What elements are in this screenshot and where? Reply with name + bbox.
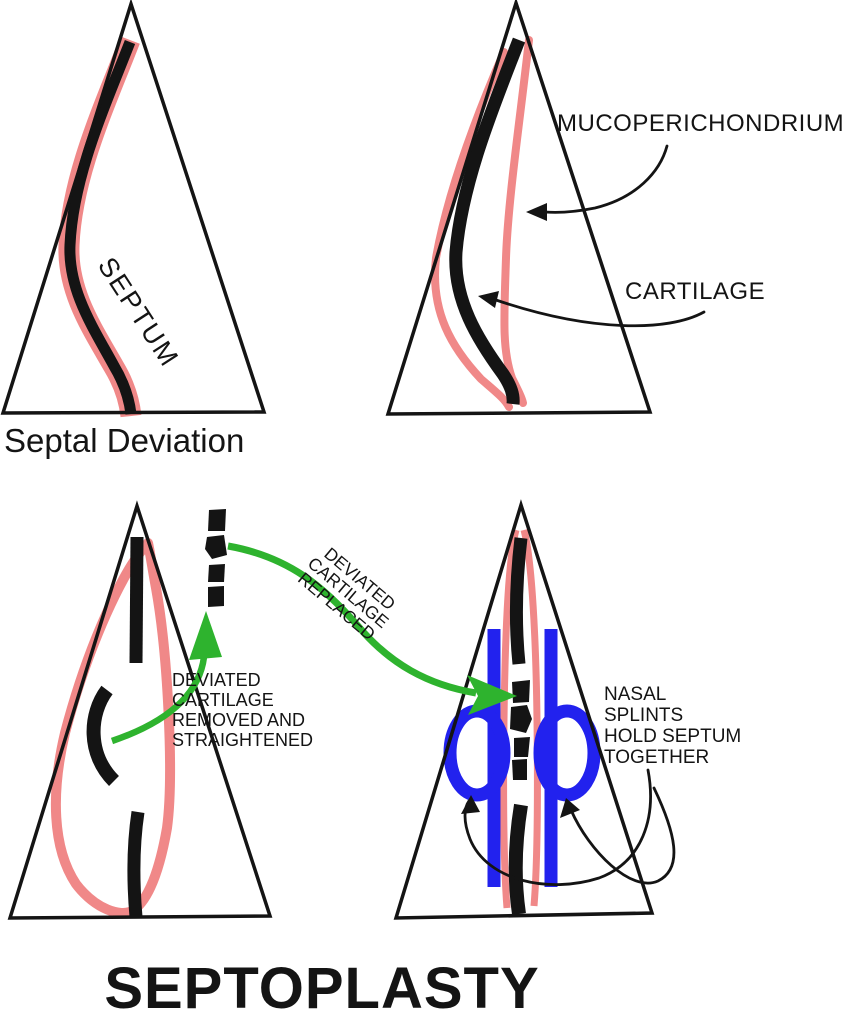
replacement-arrowhead-icon: [467, 675, 517, 715]
mucoperichondrium-right: [520, 529, 541, 907]
splint-arrowhead-left-icon: [461, 795, 480, 814]
nose-outline: [393, 499, 655, 920]
mucoperichondrium-left-flap: [431, 48, 513, 411]
nose-outline: [385, 0, 653, 416]
note-line: CARTILAGE: [172, 690, 274, 710]
deviated-cartilage-piece: [86, 685, 120, 786]
cartilage-fragment: [208, 586, 224, 607]
straightened-cartilage-pieces: [205, 509, 227, 607]
panel-splints: NASAL SPLINTS HOLD SEPTUM TOGETHER: [393, 499, 741, 920]
note-line: SPLINTS: [604, 705, 683, 726]
note-line: HOLD SEPTUM: [604, 726, 741, 747]
panel-removal: DEVIATED CARTILAGE REMOVED AND STRAIGHTE…: [7, 500, 313, 920]
mucoperichondrium-left: [500, 529, 520, 909]
note-line: TOGETHER: [604, 747, 709, 768]
mucoperichondrium-arrowhead-icon: [526, 203, 547, 221]
cartilage-fragment: [208, 564, 225, 582]
replaced-cartilage-pieces: [510, 680, 532, 780]
cartilage-fragment: [512, 680, 530, 703]
mucoperichondrium-pocket: [50, 538, 175, 918]
replacement-arrow-line: [227, 542, 477, 697]
cartilage-fragment: [510, 705, 532, 733]
cartilage-fragment: [208, 509, 226, 531]
cartilage-label: CARTILAGE: [625, 278, 765, 305]
note-line: DEVIATED: [172, 670, 261, 690]
cartilage-curve: [449, 37, 526, 405]
dorsal-strut: [129, 536, 144, 664]
deviated-septum-curve: [64, 39, 137, 415]
replacement-note: DEVIATED CARTILAGE REPLACED: [294, 543, 399, 644]
panel-anatomy: MUCOPERICHONDRIUM CARTILAGE: [385, 0, 844, 416]
septum-lower: [508, 803, 528, 916]
note-line: STRAIGHTENED: [172, 730, 313, 750]
nose-outline: [0, 0, 267, 415]
cartilage-arrowhead-icon: [478, 291, 499, 308]
right-splint-ring: [533, 704, 601, 802]
caption-septal-deviation: Septal Deviation: [4, 422, 244, 459]
mucoperichondrium-pointer-line: [543, 144, 669, 214]
note-line: NASAL: [604, 684, 666, 705]
mucoperichondrium-right-flap: [500, 36, 533, 407]
splint-arrowhead-right-icon: [560, 798, 580, 818]
cartilage-fragment: [514, 737, 530, 757]
mucoperichondrium-label: MUCOPERICHONDRIUM: [557, 110, 844, 137]
cartilage-fragment: [205, 535, 227, 559]
septum-mucosa-curve: [58, 36, 142, 418]
panel-septal-deviation: SEPTUM: [0, 0, 267, 418]
nose-outline: [7, 500, 273, 920]
removal-note: DEVIATED CARTILAGE REMOVED AND STRAIGHTE…: [172, 670, 313, 750]
replacement-connector: DEVIATED CARTILAGE REPLACED: [227, 542, 517, 715]
removal-arrowhead-icon: [189, 611, 222, 660]
note-line: REMOVED AND: [172, 710, 305, 730]
splints-note: NASAL SPLINTS HOLD SEPTUM TOGETHER: [604, 684, 741, 768]
septum-upper: [510, 537, 528, 665]
cartilage-fragment: [512, 759, 527, 780]
caudal-septum: [127, 811, 145, 918]
cartilage-pointer-line: [494, 298, 706, 328]
splint-pointer-right-line: [569, 786, 676, 885]
removal-arrow-line: [110, 656, 208, 745]
splint-pointer-left-line: [463, 768, 652, 886]
page-title: SEPTOPLASTY: [104, 956, 539, 1021]
